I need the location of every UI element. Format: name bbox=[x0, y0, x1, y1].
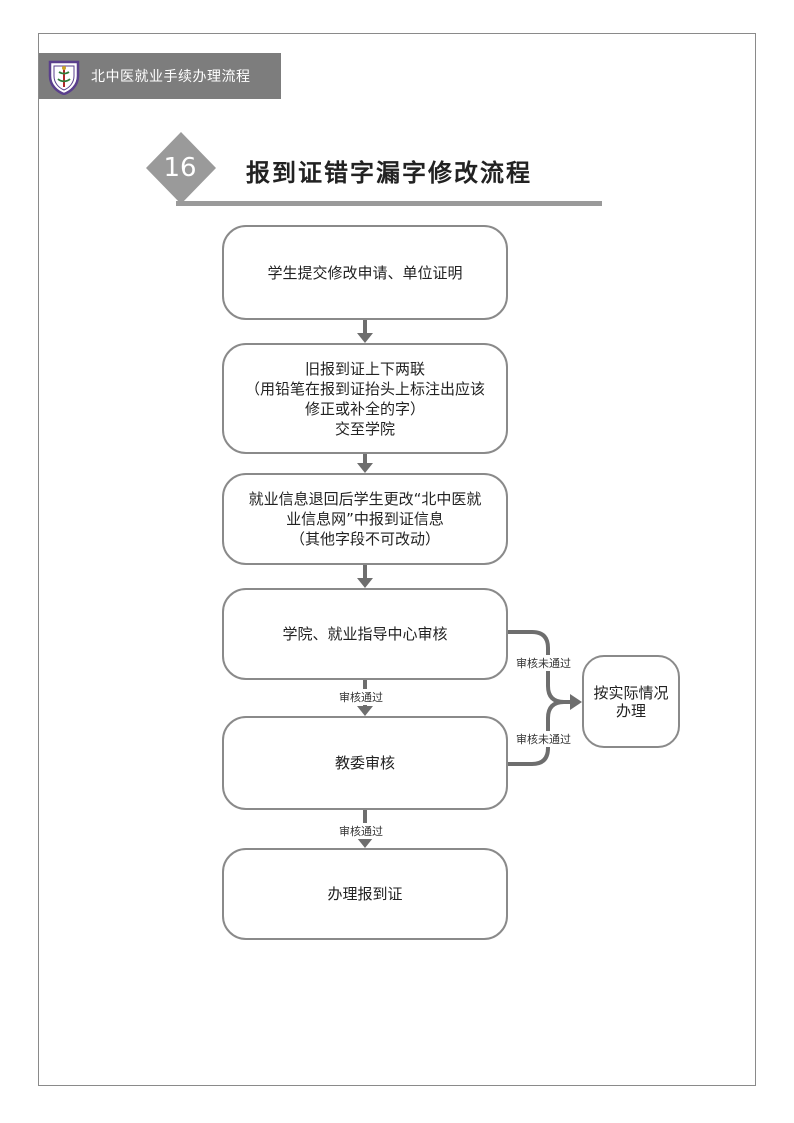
header-title: 北中医就业手续办理流程 bbox=[91, 69, 251, 85]
edge-label-fail: 审核未通过 bbox=[514, 731, 573, 747]
step-old-certificate: 旧报到证上下两联 （用铅笔在报到证抬头上标注出应该 修正或补全的字） 交至学院 bbox=[222, 343, 508, 454]
step-text: 学生提交修改申请、单位证明 bbox=[267, 263, 463, 282]
side-node-handle-case: 按实际情况 办理 bbox=[582, 655, 680, 748]
step-text: 办理报到证 bbox=[327, 885, 403, 903]
side-node-text: 按实际情况 办理 bbox=[593, 683, 669, 720]
university-shield-logo-icon bbox=[48, 60, 80, 95]
title-underline bbox=[176, 201, 602, 206]
page-title: 报到证错字漏字修改流程 bbox=[246, 159, 532, 187]
page-frame bbox=[38, 33, 756, 1086]
step-issue-certificate: 办理报到证 bbox=[222, 848, 508, 940]
step-college-review: 学院、就业指导中心审核 bbox=[222, 588, 508, 680]
step-text: 学院、就业指导中心审核 bbox=[282, 625, 448, 643]
step-update-info: 就业信息退回后学生更改“北中医就 业信息网”中报到证信息 （其他字段不可改动） bbox=[222, 473, 508, 565]
header-bar: 北中医就业手续办理流程 bbox=[39, 53, 281, 99]
step-number: 16 bbox=[163, 153, 197, 183]
edge-label-pass: 审核通过 bbox=[337, 823, 385, 839]
step-education-commission-review: 教委审核 bbox=[222, 716, 508, 810]
edge-label-pass: 审核通过 bbox=[337, 689, 385, 705]
step-text: 教委审核 bbox=[334, 754, 395, 772]
step-text: 就业信息退回后学生更改“北中医就 业信息网”中报到证信息 （其他字段不可改动） bbox=[248, 490, 482, 548]
step-number-diamond-icon bbox=[146, 132, 216, 204]
step-submit-application: 学生提交修改申请、单位证明 bbox=[222, 225, 508, 320]
step-text: 旧报到证上下两联 （用铅笔在报到证抬头上标注出应该 修正或补全的字） 交至学院 bbox=[244, 359, 485, 438]
edge-label-fail: 审核未通过 bbox=[514, 655, 573, 671]
